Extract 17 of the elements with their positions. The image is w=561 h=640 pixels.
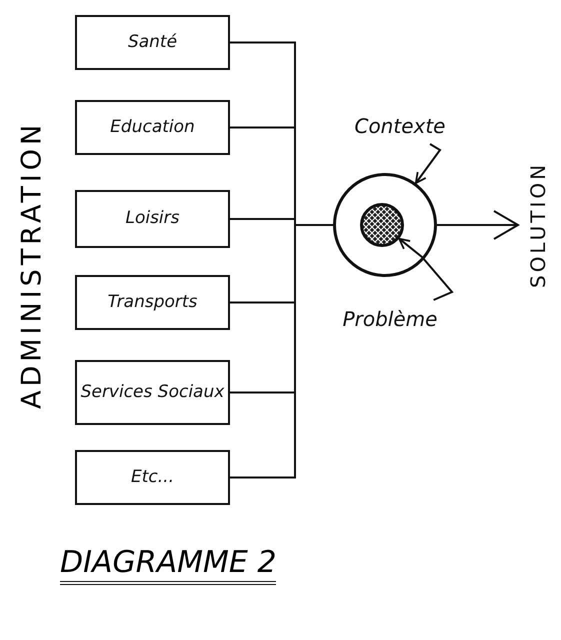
annotation-text: Contexte [335,108,465,144]
caption: DIAGRAMME 2 [60,545,276,585]
vertical-label: SOLUTION [518,115,558,335]
arrow [414,143,442,184]
circle [333,173,437,277]
category-box: Loisirs [75,190,230,248]
arrow [398,238,454,301]
category-box: Services Sociaux [75,360,230,425]
annotation-text: Problème [318,300,462,338]
category-box: Transports [75,275,230,330]
vertical-heading: ADMINISTRATION [16,120,48,412]
category-box: Santé [75,15,230,70]
connector-line [230,224,333,478]
arrow [437,210,519,240]
hatched-circle [360,203,404,247]
category-box: Etc... [75,450,230,505]
category-box: Education [75,100,230,155]
